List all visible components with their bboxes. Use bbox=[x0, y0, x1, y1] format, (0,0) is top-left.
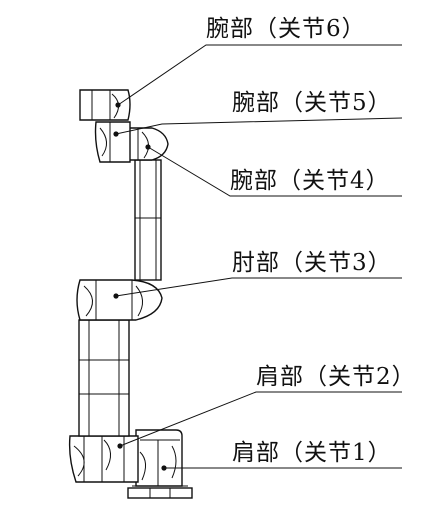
label-wrist-joint-6: 腕部（关节6） bbox=[206, 16, 366, 42]
label-shoulder-joint-2: 肩部（关节2） bbox=[256, 364, 416, 390]
base-flange bbox=[127, 485, 193, 499]
upper-arm-link bbox=[134, 159, 162, 281]
leader-joint-3 bbox=[115, 277, 402, 297]
wrist-joint-4-housing bbox=[127, 127, 169, 161]
leader-joint-6 bbox=[117, 44, 402, 106]
shoulder-joint-1-housing bbox=[135, 429, 183, 487]
wrist-joint-6-housing bbox=[79, 89, 131, 121]
label-elbow-joint-3: 肘部（关节3） bbox=[232, 250, 392, 276]
leader-joint-5 bbox=[115, 117, 403, 135]
label-wrist-joint-5: 腕部（关节5） bbox=[232, 90, 392, 116]
elbow-joint-3-housing bbox=[76, 279, 163, 321]
leader-joint-4 bbox=[147, 146, 402, 197]
lower-arm-link bbox=[78, 319, 130, 437]
label-wrist-joint-4: 腕部（关节4） bbox=[230, 168, 390, 194]
label-shoulder-joint-1: 肩部（关节1） bbox=[232, 440, 392, 466]
wrist-joint-5-housing bbox=[94, 121, 131, 163]
leader-lines bbox=[115, 44, 403, 469]
leader-joint-2 bbox=[119, 391, 402, 447]
